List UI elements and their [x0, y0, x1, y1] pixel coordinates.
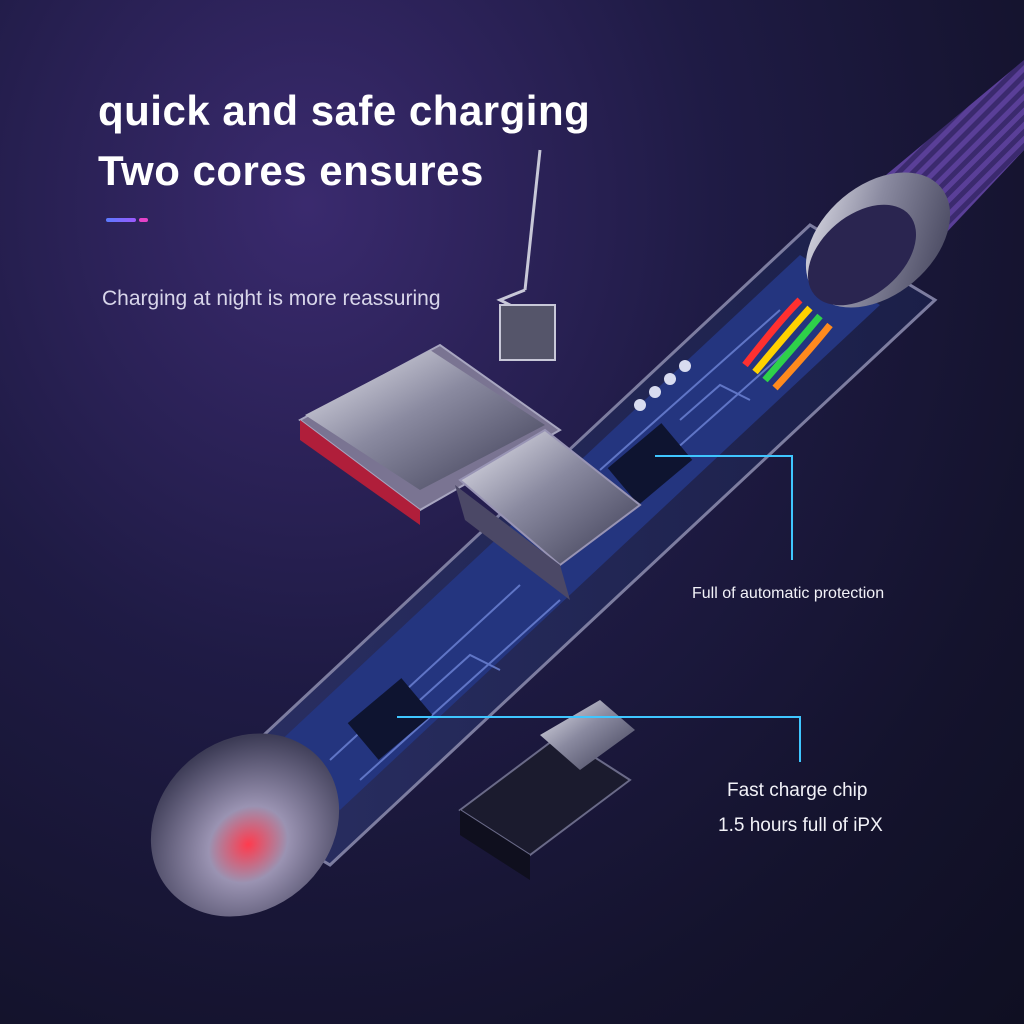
crane-figure: [496, 149, 556, 361]
chip-leader-line: [397, 716, 801, 762]
protection-callout: Full of automatic protection: [692, 585, 885, 602]
lightning-connector: [298, 343, 642, 600]
chip-callout-title: Fast charge chip: [727, 780, 868, 801]
colored-wires: [742, 297, 833, 391]
micro-usb-connector: [458, 700, 635, 880]
accent-bar-blue: [106, 218, 136, 222]
fast-charge-chip: [347, 678, 433, 760]
chip-callout-detail: 1.5 hours full of iPX: [718, 815, 883, 836]
protection-chip: [607, 423, 693, 505]
headline-line-2: Two cores ensures: [98, 147, 484, 194]
end-ring: [805, 172, 951, 308]
accent-bar-pink: [139, 218, 148, 222]
accent-bar: [106, 218, 148, 222]
leader-lines: [397, 455, 801, 762]
subtitle: Charging at night is more reassuring: [102, 287, 441, 310]
headline-line-1: quick and safe charging: [98, 87, 591, 134]
end-cap: [150, 733, 340, 917]
protection-leader-line: [655, 455, 793, 560]
